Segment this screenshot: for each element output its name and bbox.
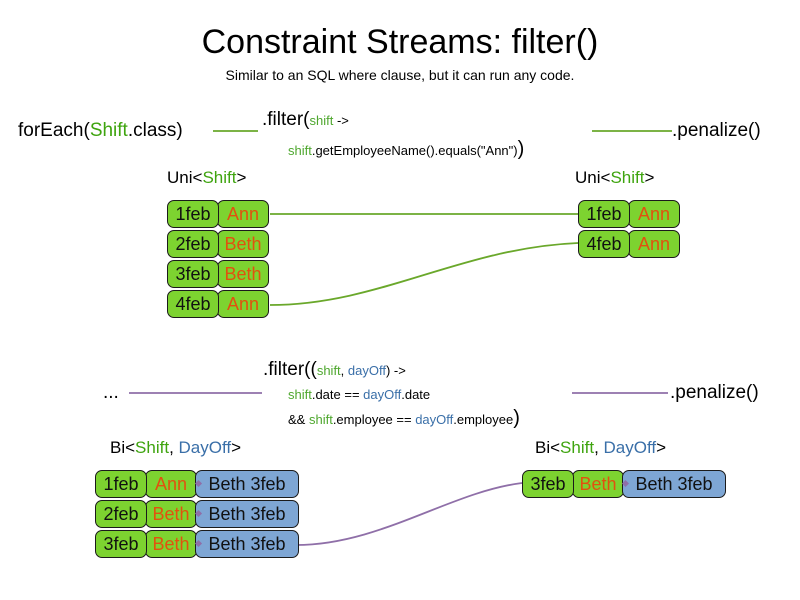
uni-right-row-0[interactable]: 1feb Ann [578, 200, 680, 228]
uni-right-type-label: Uni<Shift> [575, 168, 654, 188]
uni-left-row-2[interactable]: 3feb Beth [167, 260, 269, 288]
bi-filter-body-line2: && shift.employee == dayOff.employee) [288, 408, 520, 428]
foreach-call: forEach(Shift.class) [18, 120, 183, 142]
shift-date: 1feb [167, 200, 219, 228]
shift-employee: Ann [145, 470, 197, 498]
bi-right-type-label: Bi<Shift, DayOff> [535, 438, 666, 458]
bi-filter-param1: shift [316, 363, 341, 378]
bi-filter-head: .filter((shift, dayOff) -> [263, 359, 406, 381]
bi-body2-and: && [288, 412, 309, 427]
dayoff-value: Beth 3feb [622, 470, 726, 498]
uni-right-type-generic: Shift [610, 168, 645, 187]
bi-body2-dayoff: dayOff [415, 412, 454, 427]
bi-body2-shift: shift [308, 412, 333, 427]
uni-right-type-prefix: Uni< [575, 168, 611, 187]
uni-filter-keyword: .filter( [262, 109, 310, 130]
bi-body1-dayoff: dayOff [363, 387, 402, 402]
foreach-type: Shift [89, 120, 128, 141]
uni-right-row-1[interactable]: 4feb Ann [578, 230, 680, 258]
bi-filter-keyword: .filter(( [263, 359, 317, 380]
shift-date: 3feb [95, 530, 147, 558]
uni-left-row-3[interactable]: 4feb Ann [167, 290, 269, 318]
uni-filter-body-rest: .getEmployeeName().equals("Ann") [311, 143, 518, 158]
bi-body1-tail: .date [401, 387, 431, 402]
bi-right-type1: Shift [560, 438, 595, 457]
bi-penalize-call: .penalize() [670, 382, 759, 403]
shift-employee: Beth [572, 470, 624, 498]
bi-left-type-label: Bi<Shift, DayOff> [110, 438, 241, 458]
foreach-prefix: forEach( [18, 120, 90, 141]
shift-date: 4feb [578, 230, 630, 258]
wire-uni-row4 [269, 242, 579, 306]
bi-left-row-0[interactable]: 1feb Ann Beth 3feb [95, 470, 299, 498]
uni-left-row-0[interactable]: 1feb Ann [167, 200, 269, 228]
bi-body1-shift: shift [288, 387, 312, 402]
shift-date: 1feb [578, 200, 630, 228]
bi-body2-mid: .employee == [332, 412, 416, 427]
shift-employee: Beth [145, 530, 197, 558]
bi-left-row-2[interactable]: 3feb Beth Beth 3feb [95, 530, 299, 558]
bi-filter-body-line1: shift.date == dayOff.date [288, 386, 430, 403]
shift-employee: Beth [145, 500, 197, 528]
bi-right-comma: , [594, 438, 604, 457]
bi-left-suffix: > [231, 438, 242, 457]
dayoff-value: Beth 3feb [195, 470, 299, 498]
uni-left-type-generic: Shift [202, 168, 237, 187]
shift-date: 3feb [522, 470, 574, 498]
bi-left-type1: Shift [135, 438, 170, 457]
page-subtitle: Similar to an SQL where clause, but it c… [225, 67, 575, 83]
bi-filter-param2: dayOff [347, 363, 386, 378]
bi-left-row-1[interactable]: 2feb Beth Beth 3feb [95, 500, 299, 528]
shift-employee: Ann [628, 230, 680, 258]
dayoff-value: Beth 3feb [195, 500, 299, 528]
uni-filter-param: shift [309, 113, 334, 128]
shift-date: 4feb [167, 290, 219, 318]
shift-employee: Ann [628, 200, 680, 228]
bi-source-ellipsis: ... [103, 382, 119, 403]
foreach-suffix: .class) [127, 120, 183, 141]
bi-filter-arrow: ) -> [385, 363, 406, 378]
bi-right-suffix: > [656, 438, 667, 457]
uni-left-type-label: Uni<Shift> [167, 168, 246, 188]
bi-filter-close-paren: ) [513, 407, 520, 429]
uni-filter-body-param: shift [288, 143, 312, 158]
shift-date: 2feb [95, 500, 147, 528]
bi-left-type2: DayOff [178, 438, 232, 457]
uni-right-type-suffix: > [644, 168, 655, 187]
uni-filter-close-paren: ) [517, 138, 525, 160]
bi-right-type2: DayOff [603, 438, 657, 457]
dayoff-value: Beth 3feb [195, 530, 299, 558]
shift-employee: Beth [217, 260, 269, 288]
bi-body2-tail: .employee [453, 412, 514, 427]
shift-date: 2feb [167, 230, 219, 258]
uni-penalize-call: .penalize() [672, 120, 761, 141]
shift-employee: Beth [217, 230, 269, 258]
bi-left-prefix: Bi< [110, 438, 136, 457]
bi-left-comma: , [169, 438, 179, 457]
bi-filter-comma: , [340, 363, 348, 378]
uni-left-type-suffix: > [236, 168, 247, 187]
shift-date: 3feb [167, 260, 219, 288]
uni-left-type-prefix: Uni< [167, 168, 203, 187]
shift-employee: Ann [217, 200, 269, 228]
uni-filter-arrow: -> [333, 113, 349, 128]
shift-date: 1feb [95, 470, 147, 498]
bi-right-row-0[interactable]: 3feb Beth Beth 3feb [522, 470, 726, 498]
bi-body1-mid: .date == [311, 387, 364, 402]
shift-employee: Ann [217, 290, 269, 318]
wire-bi-row3 [295, 482, 523, 546]
bi-right-prefix: Bi< [535, 438, 561, 457]
uni-filter-head: .filter(shift -> [262, 109, 349, 131]
uni-filter-body: shift.getEmployeeName().equals("Ann")) [288, 139, 524, 159]
uni-left-row-1[interactable]: 2feb Beth [167, 230, 269, 258]
page-title: Constraint Streams: filter() [201, 23, 599, 61]
